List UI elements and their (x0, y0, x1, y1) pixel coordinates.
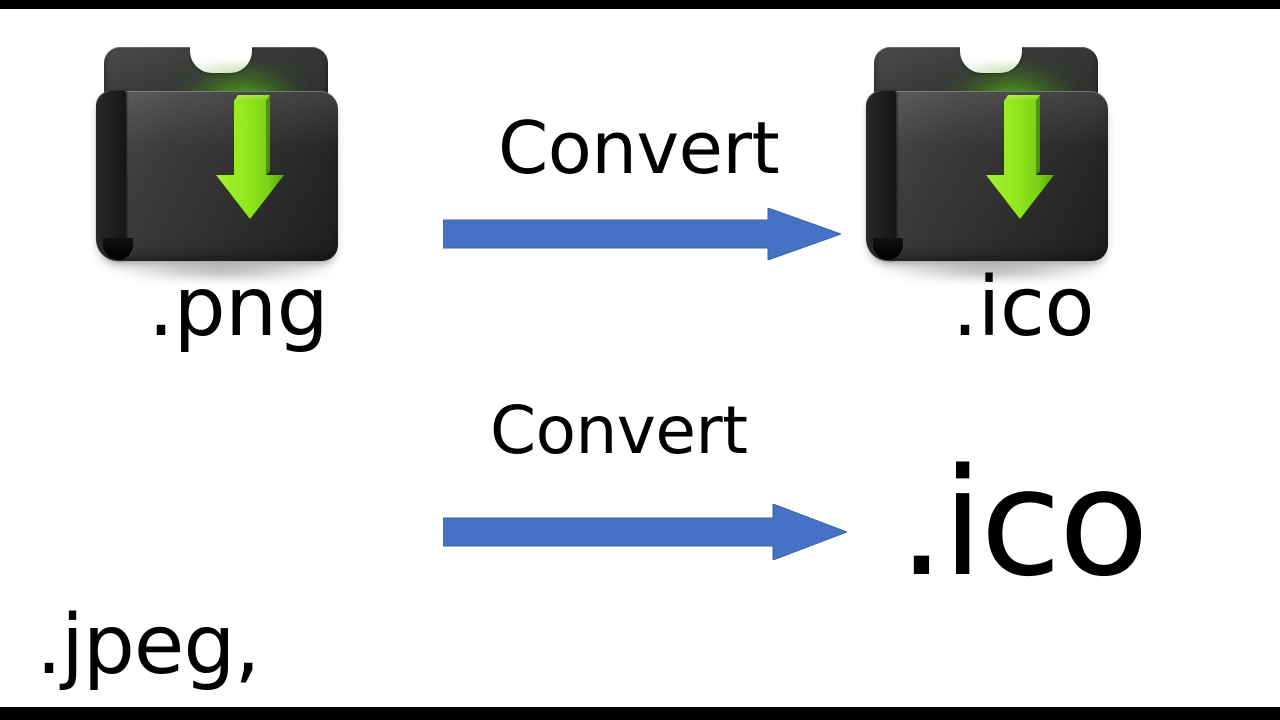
label-ico-large: .ico (898, 437, 1149, 609)
source-formats-line1: .jpeg, (36, 598, 260, 694)
convert-arrow-bottom (443, 504, 847, 560)
slide-canvas: .png Convert (0, 9, 1280, 707)
folder-drop-shadow (110, 260, 335, 282)
folder-left-spine (866, 91, 896, 261)
folder-left-spine (96, 91, 126, 261)
folder-icon-ico[interactable] (866, 39, 1116, 284)
folder-bottom-curl (873, 238, 903, 260)
source-formats-block: .jpeg, .bmp, etc (36, 453, 412, 720)
download-arrow-icon (204, 91, 290, 231)
folder-drop-shadow (880, 260, 1105, 282)
letterbox-bar-top (0, 0, 1280, 9)
download-arrow-icon (974, 91, 1060, 231)
label-ico-small: .ico (952, 260, 1095, 355)
convert-arrow-top (443, 208, 841, 260)
convert-label-top: Convert (498, 106, 780, 190)
letterbox-bar-bottom (0, 707, 1280, 720)
folder-icon-png[interactable] (96, 39, 346, 284)
folder-bottom-curl (103, 238, 133, 260)
convert-label-bottom: Convert (490, 392, 748, 469)
label-png: .png (148, 260, 329, 355)
